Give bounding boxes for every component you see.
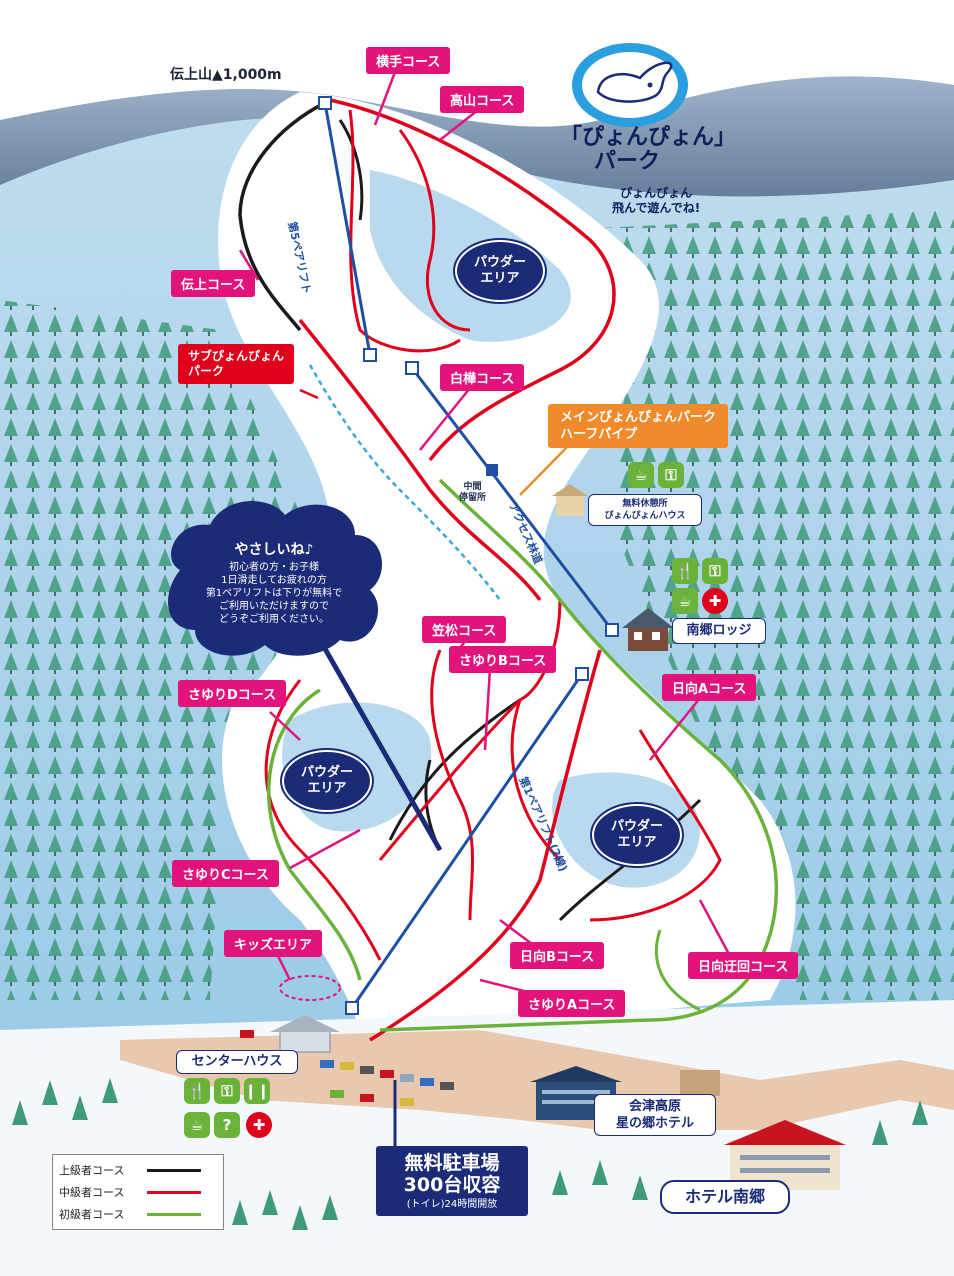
rest-house-line2: ぴょんぴょんハウス xyxy=(604,511,686,521)
locker-icon: ⚿ xyxy=(702,558,728,584)
legend-row-advanced: 上級者コース xyxy=(59,1159,217,1181)
legend-row-beginner: 初級者コース xyxy=(59,1203,217,1225)
center-house-label[interactable]: センターハウス xyxy=(176,1050,298,1074)
parking-lot xyxy=(240,1030,454,1106)
notice-line5: どうぞご利用ください。 xyxy=(219,614,329,625)
rest-house-label[interactable]: 無料休憩所 ぴょんぴょんハウス xyxy=(588,494,702,526)
powder-area-right-line1: パウダー xyxy=(610,819,663,834)
restaurant-icon: ☕ xyxy=(672,588,698,614)
label-sayuri-d-course[interactable]: さゆりDコース xyxy=(178,680,287,707)
label-sub-park[interactable]: サブぴょんぴょん パーク xyxy=(178,344,295,384)
sub-park-line2: パーク xyxy=(188,364,225,378)
lift-5-line xyxy=(323,102,372,356)
hotel-aizu-line1: 会津高原 xyxy=(628,1099,681,1114)
sub-park-path xyxy=(308,364,501,601)
peak-label: 伝上山▲1,000m xyxy=(170,67,282,83)
park-subtitle: ぴょんぴょん 飛んで遊んでね! xyxy=(612,186,700,216)
powder-area-right-line2: エリア xyxy=(617,835,657,850)
middle-stop-label: 中間 停留所 xyxy=(459,482,486,504)
park-sub-line2: 飛んで遊んでね! xyxy=(612,201,701,215)
notice-cloud xyxy=(168,501,382,656)
legend: 上級者コース 中級者コース 初級者コース xyxy=(52,1154,224,1230)
kids-area-zone xyxy=(279,975,341,1001)
lodge-building xyxy=(622,608,674,651)
parking-line3: (トイレ)24時間開放 xyxy=(406,1199,498,1210)
restaurant-icon: 🍴 xyxy=(672,558,698,584)
park-title-line1: 「ぴょんぴょん」 xyxy=(560,125,737,150)
first-aid-icon: ✚ xyxy=(246,1112,272,1138)
center-house-building xyxy=(270,1015,340,1053)
label-yokote-course[interactable]: 横手コース xyxy=(366,47,451,74)
first-aid-icon: ✚ xyxy=(702,588,728,614)
ski-rental-icon: ❙❙ xyxy=(244,1078,270,1104)
label-takayama-course[interactable]: 高山コース xyxy=(440,86,525,113)
restaurant-icon: ☕ xyxy=(184,1112,210,1138)
foreground-trees xyxy=(12,1078,928,1230)
label-shirakaba-course[interactable]: 白樺コース xyxy=(440,364,525,391)
label-sayuri-b-course[interactable]: さゆりBコース xyxy=(449,646,557,673)
label-hinata-a-course[interactable]: 日向Aコース xyxy=(662,674,757,701)
access-lift-line xyxy=(410,367,614,631)
sub-park-line1: サブぴょんぴょん xyxy=(188,349,285,363)
bunny-icon xyxy=(596,61,673,103)
legend-row-intermediate: 中級者コース xyxy=(59,1181,217,1203)
notice-line3: 第1ペアリフトは下りが無料で xyxy=(205,588,343,599)
legend-beginner-label: 初級者コース xyxy=(59,1208,125,1221)
legend-advanced-label: 上級者コース xyxy=(59,1164,125,1177)
park-title-line2: パーク xyxy=(594,149,661,174)
powder-area-upper-line1: パウダー xyxy=(473,255,526,270)
main-park-line2: ハーフパイプ xyxy=(560,427,638,442)
notice-line2: 1日滑走してお疲れの方 xyxy=(221,575,327,586)
label-hinata-ukai-course[interactable]: 日向迂回コース xyxy=(688,952,799,979)
info-icon: ? xyxy=(214,1112,240,1138)
label-denjo-course[interactable]: 伝上コース xyxy=(171,270,256,297)
label-main-park[interactable]: メインぴょんぴょんパーク ハーフパイプ xyxy=(548,404,729,448)
lift-1-line xyxy=(350,673,584,1009)
park-title: 「ぴょんぴょん」 パーク xyxy=(560,126,736,174)
legend-intermediate-label: 中級者コース xyxy=(59,1186,125,1199)
course-beginner-main xyxy=(379,478,779,1032)
notice-title: やさしいね♪ xyxy=(234,542,314,558)
locker-icon: ⚿ xyxy=(658,462,684,488)
parking-info[interactable]: 無料駐車場 300台収容 (トイレ)24時間開放 xyxy=(376,1146,528,1216)
locker-icon: ⚿ xyxy=(214,1078,240,1104)
legend-beginner-line xyxy=(147,1212,201,1216)
hotel-aizu-line2: 星の郷ホテル xyxy=(615,1116,694,1131)
hotel-nango-label[interactable]: ホテル南郷 xyxy=(660,1180,790,1214)
hotel-aizu-label[interactable]: 会津高原 星の郷ホテル xyxy=(594,1094,716,1136)
legend-advanced-line xyxy=(147,1168,201,1172)
lodge-label[interactable]: 南郷ロッジ xyxy=(672,618,766,644)
course-advanced-denjo xyxy=(238,101,326,332)
rest-house-line1: 無料休憩所 xyxy=(622,499,668,509)
course-intermediate-main xyxy=(329,98,616,462)
rest-house-building xyxy=(552,484,588,516)
middle-stop-line1: 中間 xyxy=(463,482,482,492)
powder-area-left-line1: パウダー xyxy=(300,765,353,780)
parking-line2: 300台収容 xyxy=(403,1174,501,1196)
forest-left xyxy=(0,300,340,1000)
powder-area-left[interactable]: パウダー エリア xyxy=(282,750,372,812)
legend-intermediate-line xyxy=(147,1190,201,1194)
powder-area-right[interactable]: パウダー エリア xyxy=(592,804,682,866)
notice-text: やさしいね♪ 初心者の方・お子様 1日滑走してお疲れの方 第1ペアリフトは下りが… xyxy=(176,542,372,626)
main-park-line1: メインぴょんぴょんパーク xyxy=(560,410,717,425)
label-sayuri-c-course[interactable]: さゆりCコース xyxy=(172,860,279,887)
parking-line1: 無料駐車場 xyxy=(404,1152,500,1174)
label-kids-area[interactable]: キッズエリア xyxy=(224,930,323,957)
label-kasamatsu-course[interactable]: 笠松コース xyxy=(422,616,507,643)
notice-line4: ご利用いただけますので xyxy=(219,601,329,612)
restaurant-icon: ☕ xyxy=(628,462,654,488)
notice-pointer xyxy=(317,638,443,852)
powder-area-left-line2: エリア xyxy=(307,781,347,796)
powder-area-upper-line2: エリア xyxy=(480,271,520,286)
park-sub-line1: ぴょんぴょん xyxy=(620,186,693,200)
powder-area-upper[interactable]: パウダー エリア xyxy=(455,240,545,302)
restaurant-icon: 🍴 xyxy=(184,1078,210,1104)
label-sayuri-a-course[interactable]: さゆりAコース xyxy=(518,990,626,1017)
middle-stop-line2: 停留所 xyxy=(459,493,487,503)
notice-line1: 初心者の方・お子様 xyxy=(229,562,319,573)
label-hinata-b-course[interactable]: 日向Bコース xyxy=(510,942,605,969)
